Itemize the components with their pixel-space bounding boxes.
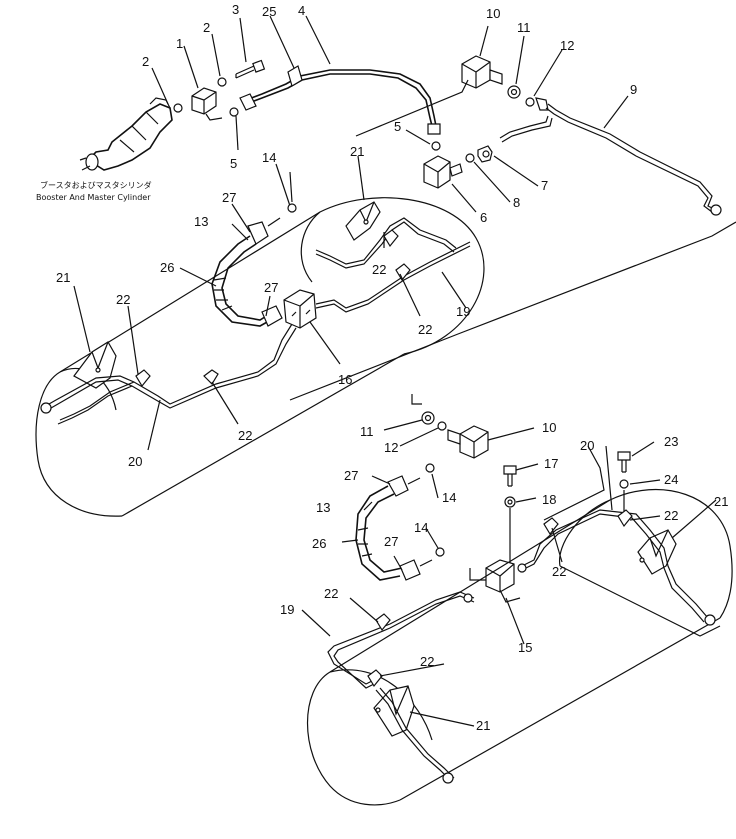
callout-1: 1 [176,36,183,51]
pipes-lower [327,509,716,784]
callout-labels: 1 2 2 3 25 4 10 11 12 9 5 5 7 8 6 14 21 … [56,2,728,733]
callout-27d: 27 [384,534,398,549]
callout-13a: 13 [194,214,208,229]
callout-22d: 22 [238,428,252,443]
washer-5b [431,141,441,151]
valve-16 [283,289,317,329]
caption-english: Booster And Master Cylinder [36,193,151,202]
callout-11b: 11 [360,424,374,439]
pipes-upper [40,217,471,425]
washer-5a [229,107,239,117]
callout-9: 9 [630,82,637,97]
callout-20a: 20 [128,454,142,469]
callout-17: 17 [544,456,558,471]
washer-14c [435,547,445,557]
callout-3: 3 [232,2,239,17]
tee-fitting-10b [447,425,489,459]
callout-10a: 10 [486,6,500,21]
callout-21d: 21 [476,718,490,733]
washer-12b [437,421,447,431]
callout-22f: 22 [664,508,678,523]
pipe-9 [499,97,722,216]
callout-14a: 14 [262,150,276,165]
callout-5b: 5 [394,119,401,134]
clip-22g [375,613,391,632]
callout-12b: 12 [384,440,398,455]
bracket-21c [637,529,677,575]
callout-4: 4 [298,3,305,18]
callout-7: 7 [541,178,548,193]
tee-fitting-6 [423,155,463,189]
bracket-21b [73,341,117,389]
caption-japanese: ブースタおよびマスタシリンダ [40,180,152,190]
callout-22g: 22 [552,564,566,579]
callout-22b: 22 [418,322,432,337]
callout-10b: 10 [542,420,556,435]
callout-21c: 21 [714,494,728,509]
callout-23: 23 [664,434,678,449]
junction-block-1 [191,87,223,121]
leader-lines-lower [301,419,721,727]
callout-19b: 19 [280,602,294,617]
callout-5a: 5 [230,156,237,171]
callout-2a: 2 [142,54,149,69]
washer-12a [525,97,535,107]
callout-20b: 20 [580,438,594,453]
callout-21a: 21 [350,144,364,159]
washer-14a [287,203,297,213]
bolt-17 [503,465,517,487]
bolt-3 [235,59,266,79]
hose-4 [239,65,441,135]
callout-22c: 22 [116,292,130,307]
washer-14b [425,463,435,473]
nut-7 [477,145,493,163]
clip-22c [135,369,151,388]
hose-26a [211,221,283,327]
washer-24 [619,479,629,489]
clip-22d [203,369,219,385]
callout-14b: 14 [442,490,456,505]
callout-15: 15 [518,640,532,655]
washer-2a [173,103,183,113]
callout-18: 18 [542,492,556,507]
callout-26a: 26 [160,260,174,275]
tee-fitting-10a [461,55,503,89]
callout-25: 25 [262,4,276,19]
callout-27c: 27 [344,468,358,483]
leader-lines-mid [73,155,467,451]
bracket-21d [373,685,415,737]
leader-lines-top [151,15,736,401]
callout-13b: 13 [316,500,330,515]
callout-22a: 22 [372,262,386,277]
washer-2b [217,77,227,87]
clip-22f [543,517,559,536]
clip-22i [367,669,383,688]
callout-16: 16 [338,372,352,387]
callout-26b: 26 [312,536,326,551]
clip-22h [617,509,633,528]
booster-master-cylinder [79,97,173,171]
callout-22i: 22 [420,654,434,669]
air-tank-upper [35,197,485,517]
bracket-21a [345,201,381,241]
bolt-23 [617,451,631,473]
callout-8: 8 [513,195,520,210]
callout-22h: 22 [324,586,338,601]
callout-14c: 14 [414,520,428,535]
callout-27b: 27 [264,280,278,295]
callout-24: 24 [664,472,678,487]
clip-22b [395,263,411,282]
callout-19a: 19 [456,304,470,319]
callout-27a: 27 [222,190,236,205]
callout-12a: 12 [560,38,574,53]
washer-8 [465,153,475,163]
callout-2b: 2 [203,20,210,35]
clip-22a [383,229,399,248]
callout-6: 6 [480,210,487,225]
callout-11a: 11 [517,20,531,35]
callout-21b: 21 [56,270,70,285]
